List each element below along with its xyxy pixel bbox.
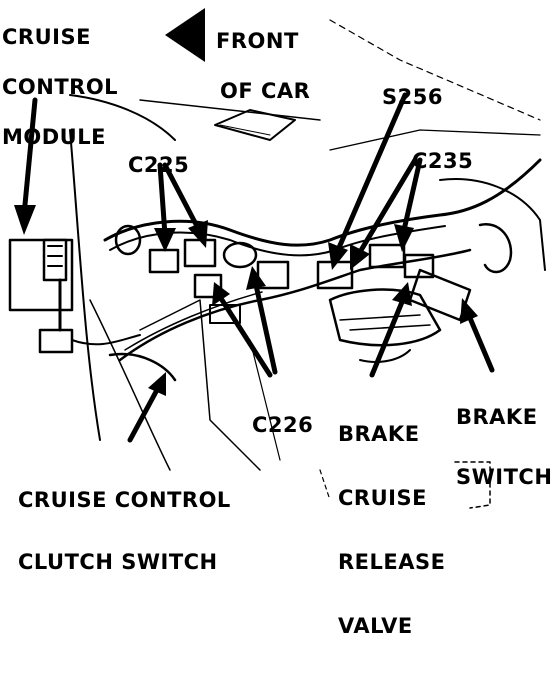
- label-brake-switch: BRAKE SWITCH: [456, 405, 553, 489]
- c225-connector: [148, 248, 180, 274]
- front-arrow-icon: [165, 8, 205, 62]
- label-cruise-control-module: CRUISE CONTROL MODULE: [2, 25, 119, 149]
- module-arrow-head: [14, 205, 36, 235]
- c226-connector-a: [193, 273, 223, 299]
- windshield-line: [329, 129, 541, 151]
- label-front-of-car: FRONT OF CAR: [216, 29, 311, 103]
- label-c235: C235: [412, 149, 474, 173]
- dash-upper-line: [139, 99, 321, 121]
- right-panel: [439, 178, 546, 271]
- clutch-harness: [108, 352, 177, 382]
- brake-assembly: [328, 288, 442, 347]
- brake-switch-body: [408, 268, 472, 322]
- steering-column-left: [89, 299, 171, 471]
- label-c225: C225: [128, 153, 190, 177]
- label-s256: S256: [382, 85, 443, 109]
- connector-left: [114, 224, 142, 256]
- label-c226: C226: [252, 413, 314, 437]
- label-brake-cruise-release-valve: BRAKE CRUISE RELEASE VALVE: [338, 422, 446, 638]
- main-harness: [103, 158, 542, 247]
- pedal-bracket: [139, 299, 261, 471]
- top-panel: [214, 109, 296, 141]
- wiring-diagram: [8, 8, 546, 509]
- left-pillar: [69, 129, 101, 441]
- label-cruise-control-clutch-switch: CRUISE CONTROL CLUTCH SWITCH: [18, 488, 231, 574]
- cruise-control-module-body: [8, 238, 74, 312]
- dash-outline: [69, 94, 176, 141]
- column-line: [249, 339, 281, 461]
